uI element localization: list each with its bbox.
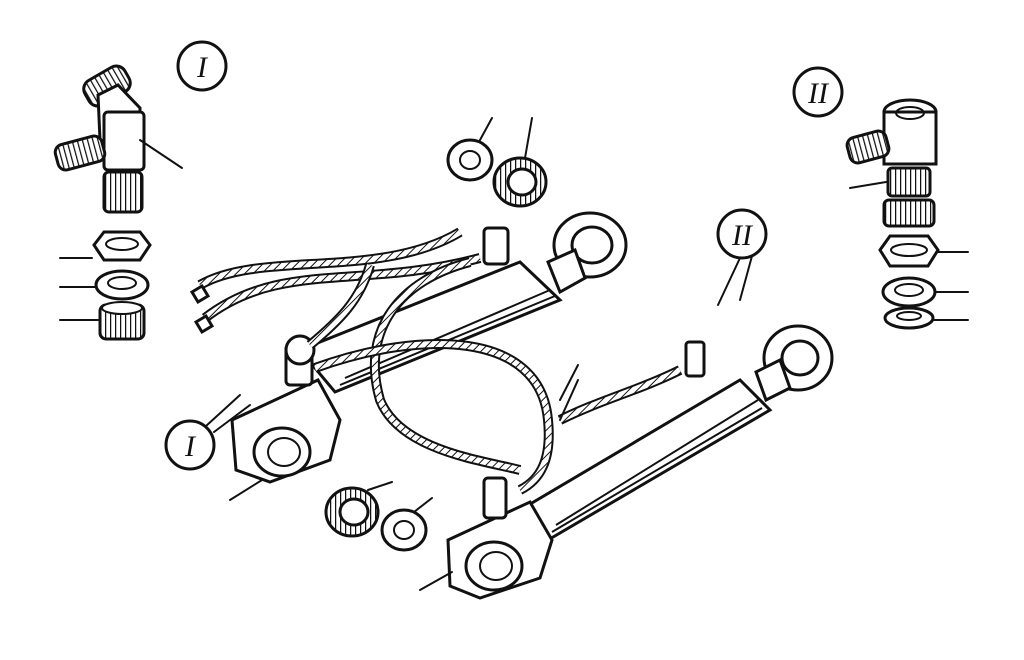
top-bushings bbox=[446, 117, 548, 208]
bottom-bushings bbox=[324, 481, 433, 552]
callout-circle-II-top: II bbox=[792, 66, 844, 118]
upper-hydraulic-cylinder bbox=[230, 211, 628, 484]
leader-line-upper-base bbox=[229, 479, 263, 501]
detail-I-fitting bbox=[53, 64, 183, 341]
callout-label-II-main: II bbox=[731, 219, 754, 252]
lower-hydraulic-cylinder bbox=[446, 324, 834, 600]
leader-line-lower-base bbox=[419, 571, 453, 591]
hydraulic-hoses bbox=[189, 227, 683, 495]
callout-label-I-main: I bbox=[184, 430, 197, 463]
callout-label-I-top: I bbox=[196, 51, 209, 84]
callout-circle-I-top: I bbox=[176, 40, 228, 92]
callout-circle-II-main: II bbox=[716, 208, 768, 306]
detail-II-fitting bbox=[845, 98, 969, 330]
callout-label-II-top: II bbox=[807, 77, 830, 110]
